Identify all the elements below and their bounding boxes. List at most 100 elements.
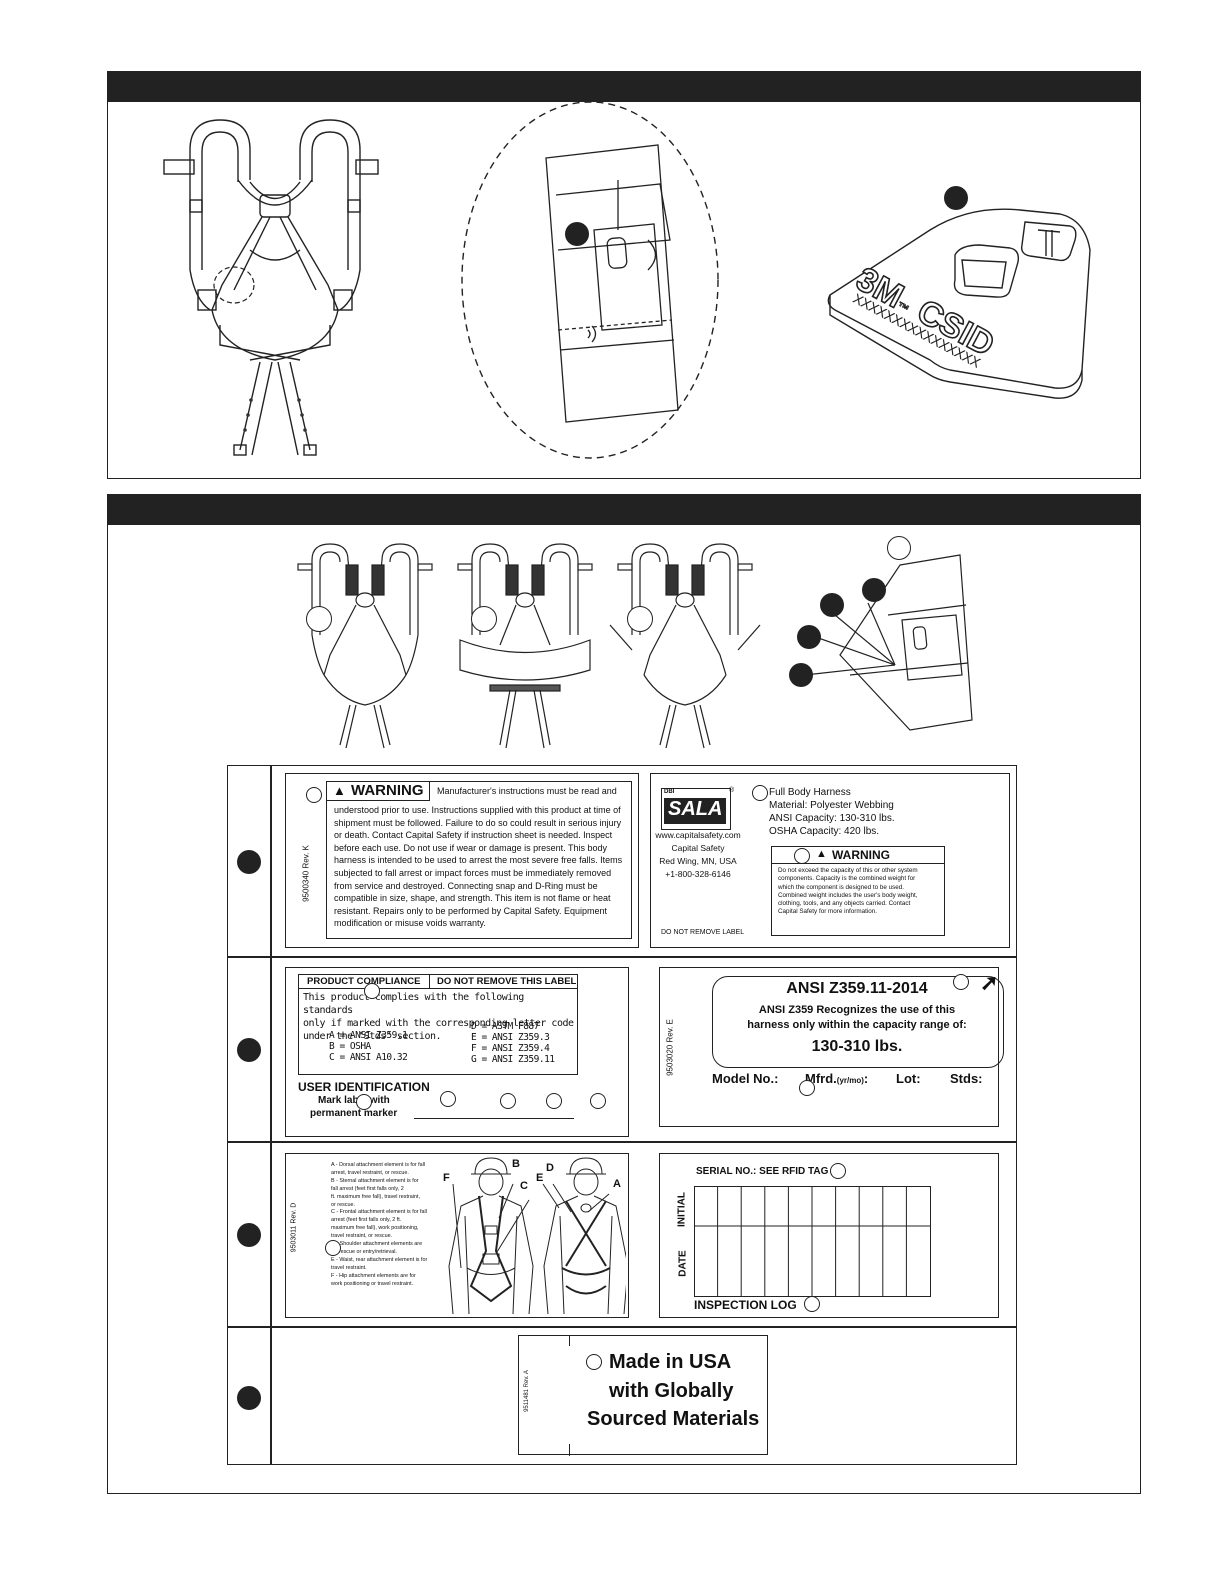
ansi-line2: harness only within the capacity range o… [747,1019,967,1031]
made-label-left-rule [569,1336,570,1346]
sala-warning-line-6: Capital Safety for more information. [778,908,878,916]
callout-circle-sala-specs [752,785,768,801]
attach-item-13: E - Waist, rear attachment element is fo… [331,1256,428,1263]
callout-circle-compliance [364,983,380,999]
attach-item-16: work positioning or travel restraint. [331,1280,414,1287]
warning-line-8: compatible in size, shape, and strength.… [334,893,611,904]
sala-warning-line-2: components. Capacity is the combined wei… [778,875,916,883]
attach-item-15: F - Hip attachment elements are for [331,1272,416,1279]
attach-letter-e: E [536,1172,544,1184]
sala-warning-box: ▲ WARNING Do not exceed the capacity of … [771,846,945,936]
compliance-header-left: PRODUCT COMPLIANCE [307,976,421,987]
compliance-intro: This product complies with the following… [303,991,577,1043]
warning-line-3: or death. Contact Capital Safety if inst… [334,830,613,841]
attach-item-9: maximum free fall), work positioning, [331,1225,419,1232]
worker-front-back-illustration [448,1157,626,1315]
attach-letter-f: F [443,1172,450,1184]
inspection-log-title: INSPECTION LOG [694,1298,797,1312]
callout-circle-warning [306,787,322,803]
attach-letter-c: C [520,1180,528,1192]
standard-d: D = ASTM F887 [471,1021,539,1032]
sala-phone: +1-800-328-6146 [665,869,731,879]
inspection-grid [694,1186,931,1297]
made-line2: with Globally [609,1380,734,1402]
warning-body: understood prior to use. Instructions su… [334,804,634,930]
compliance-standards-right: D = ASTM F887 E = ANSI Z359.3 F = ANSI Z… [471,1021,555,1065]
warning-line-2: shipment must be followed. Failure to do… [334,817,622,828]
sala-spec-3: ANSI Capacity: 130-310 lbs. [769,813,895,824]
compliance-header-divider [429,975,430,988]
rfid-tag-zoom [461,101,719,459]
made-label-left-rule-bottom [569,1444,570,1456]
label-grid [227,765,1017,1465]
grid-row-divider-2 [228,1141,1016,1143]
row-dot-1 [237,850,261,874]
attach-item-7: C - Frontal attachment element is for fa… [331,1209,427,1216]
callout-circle-harness-1 [306,606,332,632]
warning-line-4: before each use. Do not use if wear or d… [334,842,607,853]
attachment-label: 9503011 Rev. D A - Dorsal attachment ele… [285,1153,629,1318]
standard-g: G = ANSI Z359.11 [471,1054,555,1065]
compliance-intro-3: under the "Stds" section. [303,1031,442,1042]
sala-city: Red Wing, MN, USA [659,856,737,866]
attach-item-6: or rescue. [331,1201,355,1208]
attachment-items: A - Dorsal attachment element is for fal… [331,1162,443,1289]
attach-item-12: for rescue or entry/retrieval. [331,1248,397,1255]
ansi-line1: ANSI Z359 Recognizes the use of this [758,1004,956,1016]
compliance-intro-1: This product complies with the following… [303,992,524,1016]
attach-letter-d: D [546,1162,554,1174]
ansi-title: ANSI Z359.11-2014 [786,980,928,997]
compliance-header-right: DO NOT REMOVE THIS LABEL [437,976,577,987]
bottom-panel-header-bar [108,495,1140,525]
compliance-label: PRODUCT COMPLIANCE DO NOT REMOVE THIS LA… [285,967,629,1137]
sala-specs: Full Body Harness Material: Polyester We… [769,786,895,838]
attach-item-4: fall arrest (feet first falls only, 2 [331,1185,404,1192]
warning-first-line: Manufacturer's instructions must be read… [437,786,617,796]
warning-line-9: resistant. Repairs only to be performed … [334,905,607,916]
callout-dot-6 [789,663,813,687]
sala-logo-text: SALA [668,798,723,820]
sala-warning-title-rule [772,863,944,864]
sala-spec-2: Material: Polyester Webbing [769,800,894,811]
callout-circle-harness-2 [471,606,497,632]
callout-dot-2 [944,186,968,210]
inspection-serial: SERIAL NO.: SEE RFID TAG [696,1166,829,1177]
callout-circle-made-in-usa [586,1354,602,1370]
harness-variants-illustration [297,543,761,749]
attach-item-5: ft. maximum free fall), travel restraint… [331,1193,420,1200]
user-id-write-line [414,1118,574,1119]
grid-row-divider-3 [228,1326,1016,1328]
inspection-date: DATE [677,1250,689,1277]
ansi-capacity: 130-310 lbs. [811,1038,903,1055]
mark-label-line1: Mark label with [318,1095,390,1106]
warning-line-7: from service and destroyed. Connecting s… [334,880,598,891]
standard-f: F = ANSI Z359.4 [471,1043,550,1054]
callout-circle-mfrd [799,1080,815,1096]
sala-spec-4: OSHA Capacity: 420 lbs. [769,826,880,837]
ansi-mfrd-colon: : [863,1071,869,1086]
callout-circle-sala-warning [794,848,810,864]
attach-item-3: B - Sternal attachment element is for [331,1177,419,1184]
standard-c: C = ANSI A10.32 [329,1052,408,1063]
user-identification: USER IDENTIFICATION [298,1080,430,1094]
ansi-label: 9503020 Rev. E ANSI Z359.11-2014 ANSI Z3… [659,967,1004,1127]
attach-item-2: arrest, travel restraint, or rescue. [331,1169,409,1176]
callout-circle-ansi [953,974,969,990]
standard-e: E = ANSI Z359.3 [471,1032,550,1043]
callout-dot-4 [820,593,844,617]
attach-letter-b: B [512,1158,520,1170]
warning-icon: ▲ [333,783,346,798]
compliance-standards-left: A = ANSI Z359.1 B = OSHA C = ANSI A10.32 [329,1030,408,1063]
sala-logo-box [664,798,726,824]
compliance-intro-2: only if marked with the corresponding le… [303,1018,574,1029]
sala-warning-line-5: clothing, tools, and any objects carried… [778,900,911,908]
warning-line-10: modification or misuse voids warranty. [334,918,486,929]
ansi-mfrd-sub: (yr/mo) [836,1076,864,1085]
sala-warning-body: Do not exceed the capacity of this or ot… [778,867,944,917]
warning-line-5: harness is intended to be used to arrest… [334,855,623,866]
harness-illustration-large [163,119,379,456]
inspection-label: SERIAL NO.: SEE RFID TAG INITIAL DATE IN… [659,1153,999,1318]
sala-spec-1: Full Body Harness [769,787,851,798]
attach-item-11: D - Shoulder attachment elements are [331,1241,423,1248]
sala-do-not-remove: DO NOT REMOVE LABEL [661,929,745,936]
